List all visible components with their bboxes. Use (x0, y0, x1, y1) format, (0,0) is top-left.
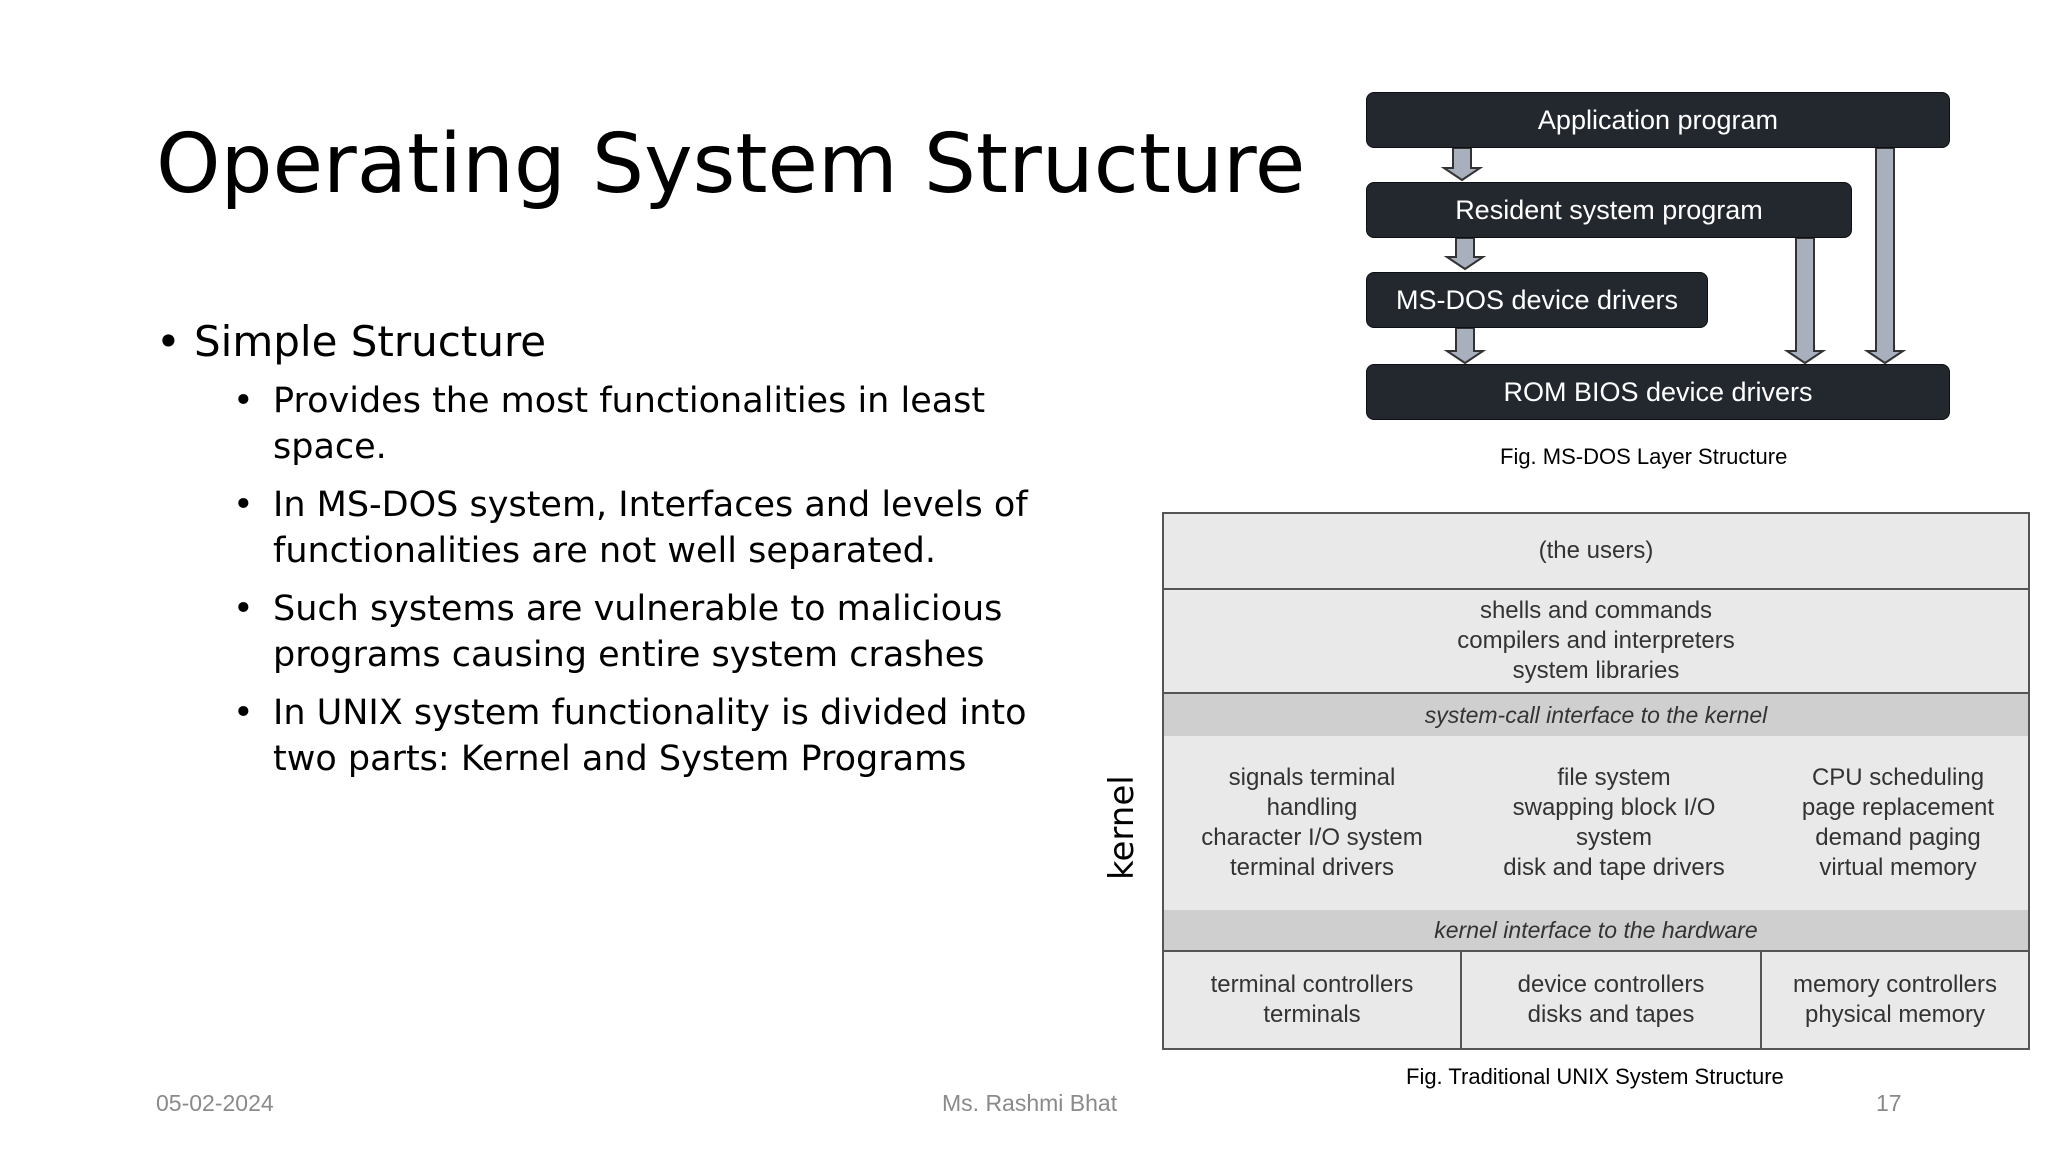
sub-bullet: •In UNIX system functionality is divided… (233, 693, 1027, 779)
footer-date: 05-02-2024 (156, 1090, 274, 1116)
bullet-simple-structure: • Simple Structure (156, 312, 546, 372)
bullet-label: Simple Structure (194, 317, 547, 366)
unix-structure-diagram: (the users) shells and commands compiler… (1162, 512, 2030, 1050)
hardware-layer: terminal controllers terminals device co… (1164, 952, 2028, 1048)
sub-bullet: •Such systems are vulnerable to maliciou… (233, 589, 1003, 675)
unix-figure-caption: Fig. Traditional UNIX System Structure (1406, 1064, 1784, 1089)
arrow-resident-to-rom (1783, 237, 1827, 365)
layer-resident-system-program: Resident system program (1366, 182, 1852, 238)
layer-msdos-device-drivers: MS-DOS device drivers (1366, 272, 1708, 328)
arrow-app-to-resident (1440, 147, 1484, 182)
sub-bullet-list: •Provides the most functionalities in le… (233, 378, 1063, 794)
bullet-dot: • (156, 317, 181, 366)
hardware-column-terminal: terminal controllers terminals (1164, 952, 1462, 1048)
hardware-interface-band: kernel interface to the hardware (1164, 910, 2028, 952)
kernel-layer: signals terminal handling character I/O … (1164, 736, 2028, 910)
slide-number: 17 (1876, 1090, 1902, 1116)
kernel-side-label: kernel (1102, 775, 1142, 880)
layer-application-program: Application program (1366, 92, 1950, 148)
arrow-app-to-rom (1863, 147, 1907, 365)
sub-bullet: •In MS-DOS system, Interfaces and levels… (233, 485, 1028, 571)
arrow-dosdrivers-to-rom (1443, 327, 1487, 365)
kernel-column-filesystem: file system swapping block I/O system di… (1503, 764, 1725, 881)
kernel-column-memory: CPU scheduling page replacement demand p… (1801, 764, 1995, 881)
system-call-interface-band: system-call interface to the kernel (1164, 694, 2028, 736)
slide-title: Operating System Structure (156, 117, 1306, 212)
hardware-column-device: device controllers disks and tapes (1462, 952, 1762, 1048)
system-programs-layer: shells and commands compilers and interp… (1164, 590, 2028, 694)
hardware-column-memory: memory controllers physical memory (1792, 971, 1998, 1028)
kernel-column-terminal: signals terminal handling character I/O … (1201, 764, 1423, 881)
msdos-arrows (1440, 147, 1907, 365)
msdos-figure-caption: Fig. MS-DOS Layer Structure (1500, 444, 1788, 469)
sub-bullet: •Provides the most functionalities in le… (233, 381, 986, 467)
arrow-resident-to-dosdrivers (1443, 237, 1487, 271)
layer-rom-bios-device-drivers: ROM BIOS device drivers (1366, 364, 1950, 420)
footer-author: Ms. Rashmi Bhat (942, 1090, 1118, 1116)
users-layer: (the users) (1164, 514, 2028, 590)
